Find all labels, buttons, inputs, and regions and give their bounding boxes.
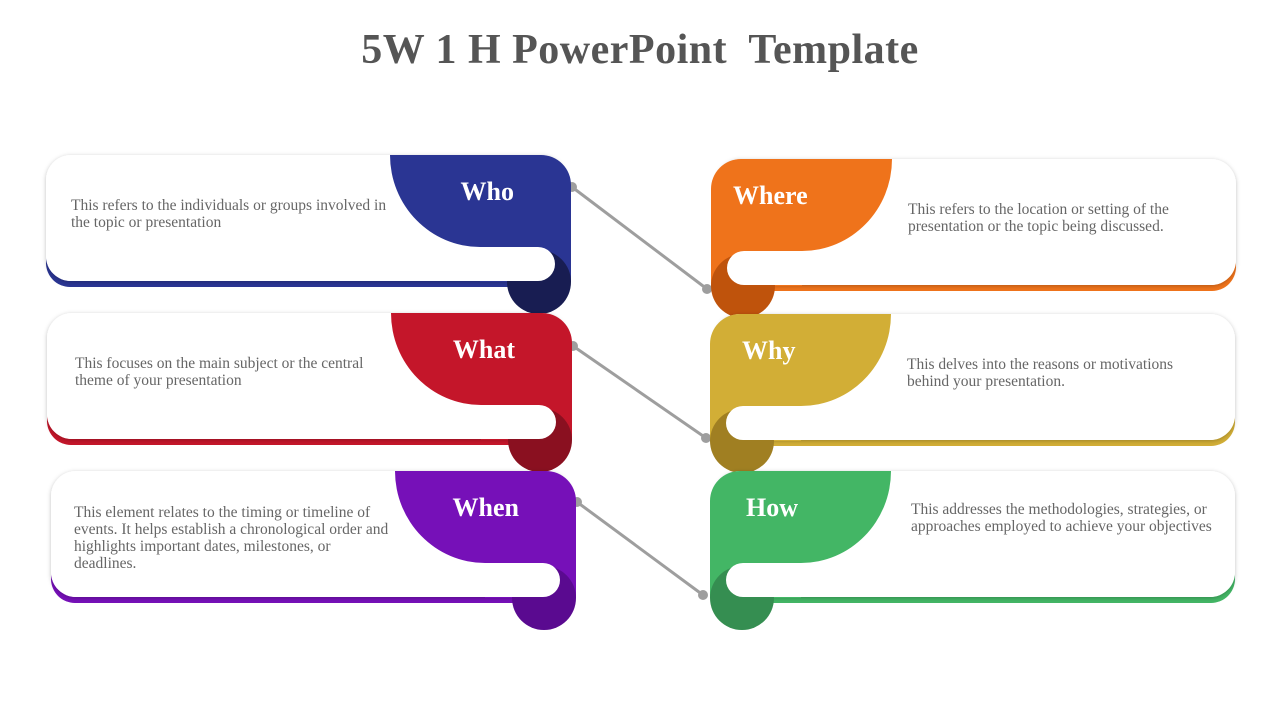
card-where: Where This refers to the location or set… [709,159,1239,319]
card-description: This delves into the reasons or motivati… [907,356,1174,390]
card-label: What [452,335,515,364]
card-description: This refers to the location or setting o… [908,201,1169,235]
card-shape [51,471,576,630]
card-why: Why This delves into the reasons or moti… [708,314,1238,474]
card-description: This refers to the individuals or groups… [71,197,387,231]
slide-title: 5W 1 H PowerPoint Template [361,27,919,73]
card-body-lower [727,251,1236,285]
card-body-lower [726,406,1235,440]
card-shape [46,155,571,314]
card-what: What This focuses on the main subject or… [47,313,577,473]
card-shape [710,471,1235,630]
card-description: This focuses on the main subject or the … [75,355,364,389]
card-body-lower [46,247,555,281]
card-body-lower [726,563,1235,597]
card-shape [711,159,1236,318]
card-label: How [746,493,798,522]
card-description: This addresses the methodologies, strate… [911,501,1212,535]
card-label: Where [733,181,808,210]
card-shape [710,314,1235,473]
connector-when-how [572,497,708,600]
card-shape [47,313,572,472]
connector-what-why [568,341,711,443]
card-description: This element relates to the timing or ti… [74,504,389,572]
card-label: Why [742,336,796,365]
card-label: Who [460,177,514,206]
card-how: How This addresses the methodologies, st… [708,471,1238,631]
connector-who-where [567,182,712,294]
card-who: Who This refers to the individuals or gr… [46,155,576,315]
card-body-lower [47,405,556,439]
card-body-lower [51,563,560,597]
card-label: When [452,493,519,522]
card-when: When This element relates to the timing … [51,471,581,631]
